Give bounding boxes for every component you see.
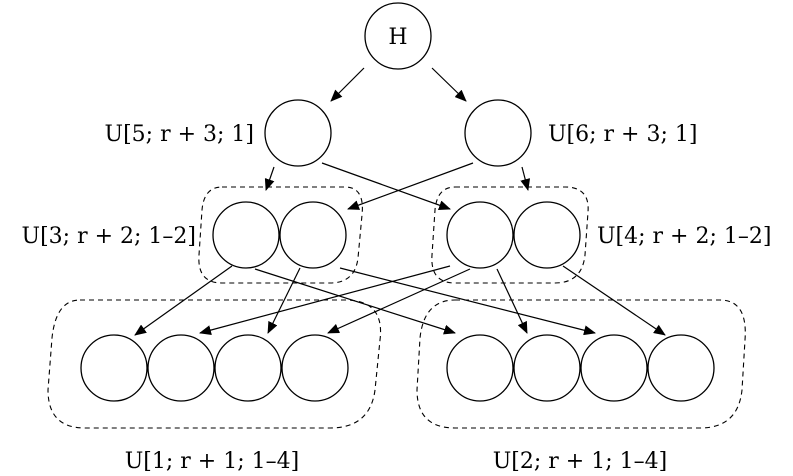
label-u6: U[6; r + 3; 1] xyxy=(548,122,697,147)
edge-h-u5 xyxy=(330,67,365,102)
node-root xyxy=(364,2,432,70)
edge-u5-u3 xyxy=(264,166,275,191)
label-u4: U[4; r + 2; 1–2] xyxy=(597,224,771,249)
edge-u4b-u2b xyxy=(562,265,666,336)
edge-u3b-u2 xyxy=(339,267,596,336)
edge-u4a-u1 xyxy=(199,265,451,335)
edge-u4b-u2 xyxy=(496,268,528,334)
edge-u5-u4 xyxy=(321,162,451,210)
node-u6 xyxy=(464,99,532,167)
edge-u4a-u1b xyxy=(327,268,471,334)
label-u2: U[2; r + 1; 1–4] xyxy=(493,449,667,474)
node-u1-d xyxy=(281,334,349,402)
group-u4 xyxy=(431,186,589,284)
node-u1-c xyxy=(214,334,282,402)
group-u1 xyxy=(47,299,382,429)
node-u1-b xyxy=(147,334,215,402)
node-u2-b xyxy=(513,334,581,402)
label-u5: U[5; r + 3; 1] xyxy=(105,122,254,147)
edge-h-u6 xyxy=(431,67,467,102)
edge-u3a-u2 xyxy=(254,268,456,335)
node-u2-a xyxy=(446,334,514,402)
label-u1: U[1; r + 1; 1–4] xyxy=(125,449,299,474)
edge-u3b-u1 xyxy=(267,267,301,334)
edge-u6-u4 xyxy=(520,166,531,191)
edges xyxy=(134,67,666,336)
node-u2-d xyxy=(647,334,715,402)
group-u2 xyxy=(416,299,746,429)
label-u3: U[3; r + 2; 1–2] xyxy=(22,224,196,249)
node-u4-b xyxy=(513,201,581,269)
node-u4-a xyxy=(446,201,514,269)
group-u3 xyxy=(198,186,363,284)
node-u3-b xyxy=(279,201,347,269)
node-u5 xyxy=(264,99,332,167)
edge-u6-u3 xyxy=(347,162,474,210)
root-label: H xyxy=(388,25,407,50)
edge-u3a-u1 xyxy=(134,265,233,336)
node-u2-c xyxy=(580,334,648,402)
node-u3-a xyxy=(212,201,280,269)
node-u1-a xyxy=(80,334,148,402)
